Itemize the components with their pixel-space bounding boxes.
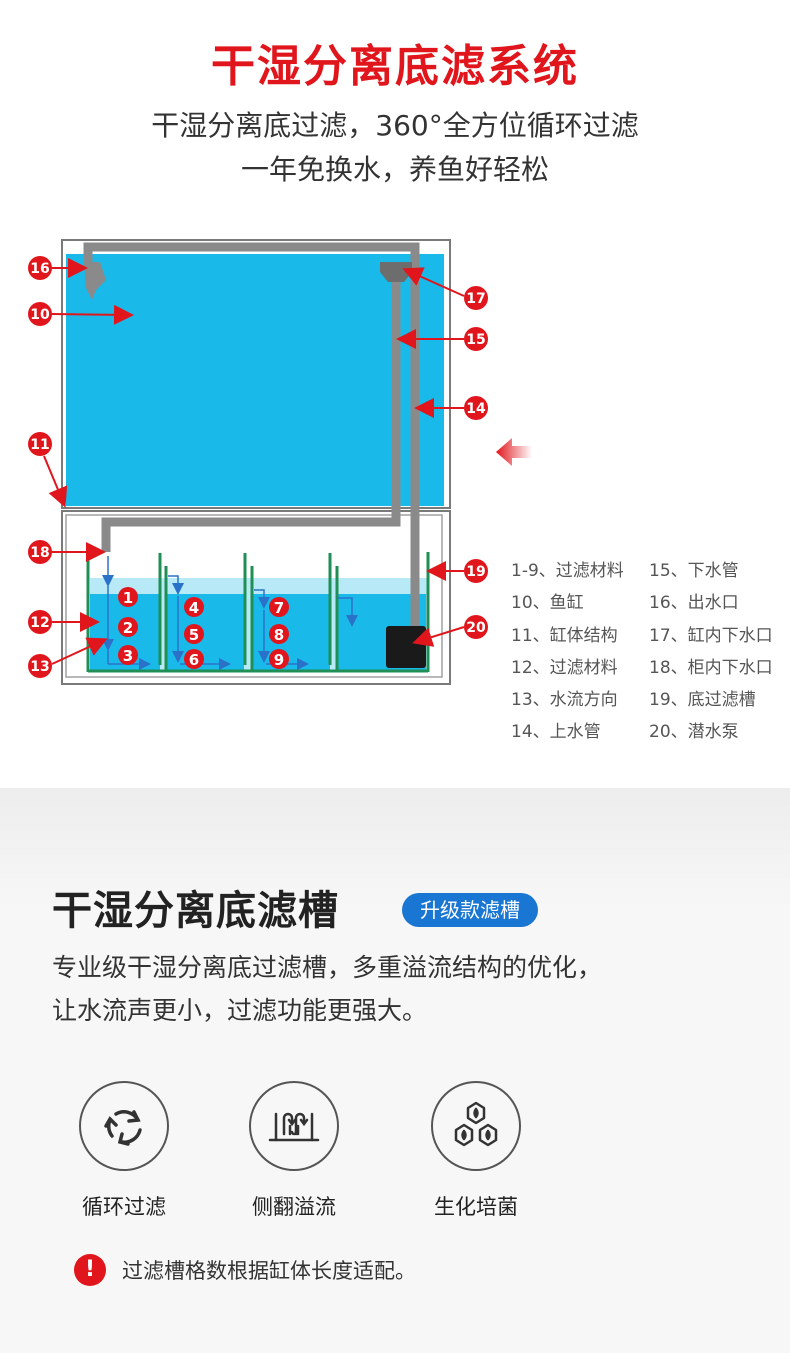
callout-12: 12 [28, 610, 52, 634]
notice-text: 过滤槽格数根据缸体长度适配。 [122, 1259, 416, 1283]
callout-18: 18 [28, 540, 52, 564]
flow-arrows [102, 556, 358, 670]
legend-item: 12、过滤材料 [511, 658, 618, 678]
stage-8: 8 [269, 624, 289, 644]
callout-16: 16 [28, 256, 52, 280]
legend-item: 14、上水管 [511, 722, 601, 742]
overflow-icon [249, 1081, 339, 1171]
svg-text:15: 15 [466, 332, 485, 348]
upgrade-badge: 升级款滤槽 [402, 893, 538, 927]
stage-markers: 1 2 3 4 5 6 7 8 9 [118, 587, 289, 669]
callout-15: 15 [464, 327, 488, 351]
recycle-icon [79, 1081, 169, 1171]
stage-5: 5 [184, 624, 204, 644]
exclamation-icon: ! [74, 1254, 106, 1286]
bottom-section [0, 788, 790, 1353]
svg-text:6: 6 [189, 651, 199, 669]
legend-item: 16、出水口 [649, 593, 739, 613]
drain-pipe [101, 275, 401, 552]
legend-item: 19、底过滤槽 [649, 690, 756, 710]
subtitle-line-1: 干湿分离底过滤，360°全方位循环过滤 [151, 109, 639, 142]
stage-7: 7 [269, 597, 289, 617]
legend-item: 13、水流方向 [511, 690, 618, 710]
section-desc-line-2: 让水流声更小，过滤功能更强大。 [52, 996, 428, 1025]
svg-text:9: 9 [274, 651, 284, 669]
legend-item: 17、缸内下水口 [649, 626, 773, 646]
left-pointing-arrow-icon [496, 438, 532, 466]
svg-text:10: 10 [30, 307, 50, 323]
svg-text:11: 11 [30, 437, 49, 453]
notice: ! 过滤槽格数根据缸体长度适配。 [74, 1253, 416, 1287]
svg-text:17: 17 [466, 291, 485, 307]
legend-item: 18、柜内下水口 [649, 658, 773, 678]
feature-label: 循环过滤 [82, 1195, 166, 1219]
svg-text:1: 1 [123, 589, 133, 607]
pipes [83, 242, 420, 628]
feature-cycle-filter: 循环过滤 [44, 1081, 204, 1221]
svg-text:12: 12 [30, 615, 49, 631]
svg-text:19: 19 [466, 564, 485, 580]
feature-side-overflow: 侧翻溢流 [214, 1081, 374, 1221]
legend-item: 1-9、过滤材料 [511, 561, 624, 581]
aquarium-tank [61, 239, 451, 509]
submersible-pump [386, 626, 426, 668]
outlet-nozzle [84, 262, 106, 300]
callout-10: 10 [28, 302, 52, 326]
callout-19: 19 [464, 559, 488, 583]
subtitle-line-2: 一年免换水，养鱼好轻松 [240, 153, 549, 186]
legend-item: 11、缸体结构 [511, 626, 618, 646]
svg-text:16: 16 [30, 261, 49, 277]
feature-label: 生化培菌 [434, 1195, 518, 1219]
callout-13: 13 [28, 654, 52, 678]
stage-2: 2 [118, 617, 138, 637]
stage-3: 3 [118, 645, 138, 665]
svg-text:7: 7 [274, 599, 284, 617]
callout-14: 14 [464, 396, 488, 420]
legend-item: 20、潜水泵 [649, 722, 739, 742]
svg-text:2: 2 [123, 619, 133, 637]
svg-text:13: 13 [30, 659, 49, 675]
tank-water [66, 254, 444, 506]
section-title: 干湿分离底滤槽 [52, 888, 339, 934]
filtration-diagram: 1 2 3 4 5 6 7 8 9 16 10 11 18 12 13 17 1… [28, 239, 532, 685]
svg-text:8: 8 [274, 626, 284, 644]
svg-text:18: 18 [30, 545, 49, 561]
callouts [43, 258, 465, 665]
svg-text:4: 4 [189, 599, 199, 617]
bacteria-hex-icon [431, 1081, 521, 1171]
callout-20: 20 [464, 615, 488, 639]
section-desc-line-1: 专业级干湿分离底过滤槽，多重溢流结构的优化， [52, 953, 603, 982]
svg-text:5: 5 [189, 626, 199, 644]
return-pipe [83, 242, 420, 628]
callout-17: 17 [464, 286, 488, 310]
stage-4: 4 [184, 597, 204, 617]
callout-11: 11 [28, 432, 52, 456]
feature-label: 侧翻溢流 [252, 1195, 336, 1219]
page-title: 干湿分离底滤系统 [211, 41, 579, 92]
stage-6: 6 [184, 649, 204, 669]
stage-9: 9 [269, 649, 289, 669]
callout-badges: 16 10 11 18 12 13 17 15 14 19 20 [28, 256, 488, 678]
svg-text:14: 14 [466, 401, 486, 417]
feature-bio-culture: 生化培菌 [396, 1081, 556, 1221]
svg-text:20: 20 [466, 620, 486, 636]
legend-item: 15、下水管 [649, 561, 739, 581]
legend-item: 10、鱼缸 [511, 593, 584, 613]
svg-text:3: 3 [123, 647, 133, 665]
stage-1: 1 [118, 587, 138, 607]
